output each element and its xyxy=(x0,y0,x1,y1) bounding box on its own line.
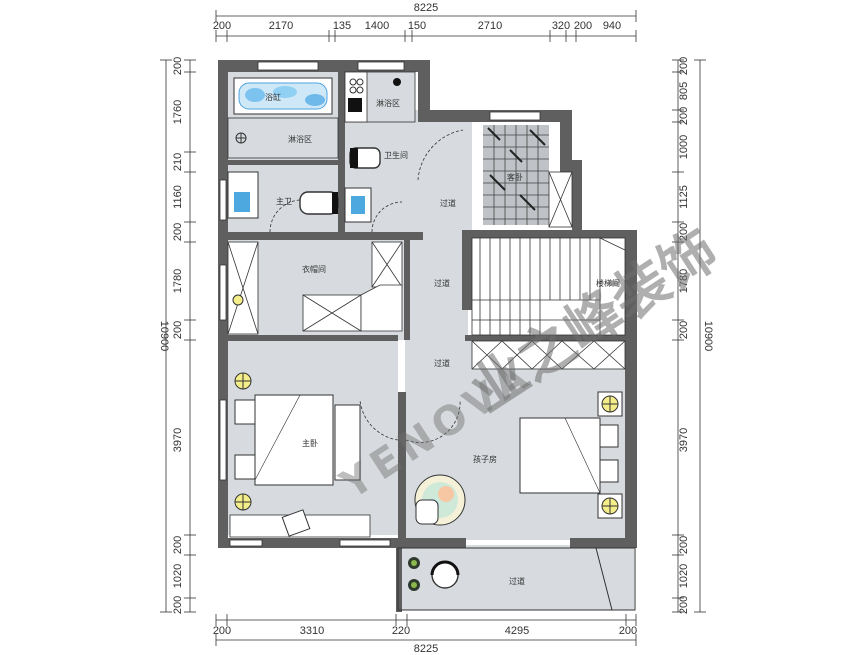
left-dim-9: 1020 xyxy=(172,564,184,588)
toilet-master-bath xyxy=(299,191,339,215)
top-dim-4: 150 xyxy=(408,20,426,32)
master-bed xyxy=(234,394,334,486)
kids-bed xyxy=(519,417,619,494)
right-dim-6: 1780 xyxy=(678,269,690,293)
guest-bath-label: 客卧 xyxy=(507,172,523,182)
shower-left xyxy=(227,117,339,159)
left-dim-3: 1160 xyxy=(172,185,184,209)
top-dim-1: 2170 xyxy=(269,20,293,32)
right-dim-1: 805 xyxy=(678,82,690,100)
bottom-dim-2: 220 xyxy=(392,625,410,637)
master-nightstands xyxy=(234,372,252,511)
balcony-outline xyxy=(397,547,636,611)
bathtub-label: 浴缸 xyxy=(265,92,281,102)
top-dim-7: 200 xyxy=(574,20,592,32)
left-dim-10: 200 xyxy=(172,596,184,614)
left-total-dimension: 10900 xyxy=(158,321,170,352)
bottom-total-dimension: 8225 xyxy=(414,643,438,655)
master-bath-vanity xyxy=(227,171,259,219)
master-door-swing xyxy=(359,399,399,441)
wardrobe-label: 衣帽间 xyxy=(302,264,326,274)
right-dim-5: 200 xyxy=(678,223,690,241)
corridor-mid-label: 过道 xyxy=(434,278,450,288)
top-dim-8: 940 xyxy=(603,20,621,32)
bathroom-label: 卫生间 xyxy=(384,150,408,160)
right-dimension-lines xyxy=(672,59,706,613)
kids-closet xyxy=(471,340,626,370)
top-dim-2: 135 xyxy=(333,20,351,32)
bottom-segment-dimensions: 200 3310 220 4295 200 xyxy=(213,625,637,637)
ceiling-light-icon xyxy=(232,294,244,306)
corridor-top-label: 过道 xyxy=(440,198,456,208)
master-bath-label: 主卫 xyxy=(276,196,292,206)
bottom-dim-4: 200 xyxy=(619,625,637,637)
right-total-dimension: 10900 xyxy=(702,321,714,352)
master-desk xyxy=(229,509,371,538)
bottom-dim-3: 4295 xyxy=(505,625,529,637)
left-segment-dimensions: 200 1760 210 1160 200 1780 200 3970 200 … xyxy=(172,57,184,614)
left-dim-6: 200 xyxy=(172,321,184,339)
shower-left-label: 淋浴区 xyxy=(288,134,312,144)
corridor-lower-label: 过道 xyxy=(434,358,450,368)
left-dim-5: 1780 xyxy=(172,269,184,293)
staircase xyxy=(471,237,626,336)
right-dim-0: 200 xyxy=(678,57,690,75)
toilet-bathroom xyxy=(349,147,381,169)
kids-nightstands xyxy=(597,391,623,519)
right-dim-2: 200 xyxy=(678,107,690,125)
kids-room-label: 孩子房 xyxy=(473,454,497,464)
right-dim-8: 3970 xyxy=(678,428,690,452)
right-dim-4: 1125 xyxy=(678,185,690,209)
left-dimension-lines xyxy=(160,59,196,613)
top-dimension-lines xyxy=(215,10,637,42)
stairwell-label: 楼梯间 xyxy=(596,278,620,288)
guest-cabinet xyxy=(548,171,573,228)
left-dim-8: 200 xyxy=(172,536,184,554)
top-dim-5: 2710 xyxy=(478,20,502,32)
left-dim-1: 1760 xyxy=(172,100,184,124)
sink-bathroom xyxy=(344,187,372,223)
windows xyxy=(219,61,541,547)
left-dim-2: 210 xyxy=(172,153,184,171)
left-dim-4: 200 xyxy=(172,223,184,241)
top-segment-dimensions: 200 2170 135 1400 150 2710 320 200 940 xyxy=(213,20,621,32)
balcony-slant xyxy=(595,547,613,611)
master-dresser xyxy=(334,404,361,481)
guest-bath-tiles xyxy=(483,125,549,225)
top-total-dimension: 8225 xyxy=(414,2,438,14)
bottom-dimension-lines xyxy=(215,614,637,646)
balcony-plants xyxy=(408,557,420,591)
right-dim-3: 1000 xyxy=(678,135,690,159)
bottom-dim-1: 3310 xyxy=(300,625,324,637)
right-dim-10: 1020 xyxy=(678,564,690,588)
doors-upper xyxy=(269,129,464,233)
left-dim-0: 200 xyxy=(172,57,184,75)
right-dim-9: 200 xyxy=(678,536,690,554)
master-bedroom-label: 主卧 xyxy=(302,438,318,448)
balcony-chair xyxy=(430,560,460,589)
top-dim-6: 320 xyxy=(552,20,570,32)
right-dim-11: 200 xyxy=(678,596,690,614)
kids-play-rug xyxy=(414,474,466,526)
shower-right-label: 淋浴区 xyxy=(376,98,400,108)
top-dim-0: 200 xyxy=(213,20,231,32)
left-dim-7: 3970 xyxy=(172,428,184,452)
top-dim-3: 1400 xyxy=(365,20,389,32)
shower-right xyxy=(344,71,416,123)
bathtub xyxy=(233,77,333,115)
corridor-balcony-label: 过道 xyxy=(509,576,525,586)
right-dim-7: 200 xyxy=(678,321,690,339)
right-segment-dimensions: 200 805 200 1000 1125 200 1780 200 3970 … xyxy=(678,57,690,614)
wardrobe-cabinets xyxy=(227,241,403,335)
bottom-dim-0: 200 xyxy=(213,625,231,637)
